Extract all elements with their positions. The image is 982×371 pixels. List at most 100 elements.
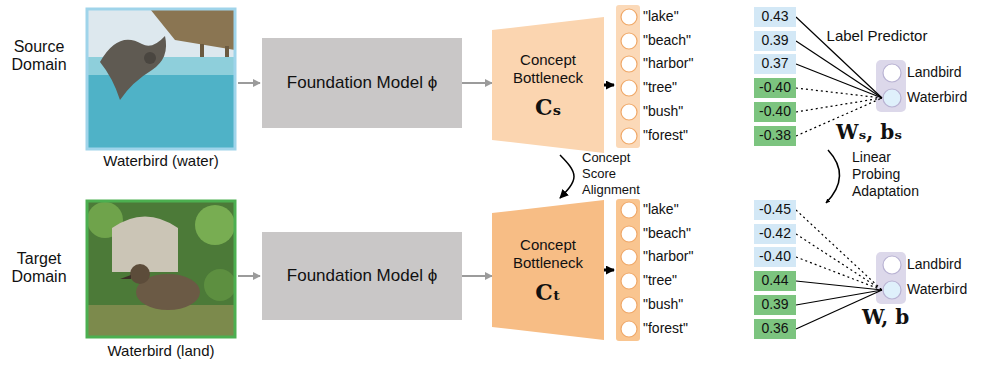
model-name: Foundation Model ϕ [287,266,437,286]
neuron-circle [620,79,638,97]
neuron-circle [620,296,638,314]
neuron-circle [620,103,638,121]
class-name: Landbird [907,257,962,272]
neuron-shape [883,281,901,299]
photo-bird [100,36,166,100]
annotation-label: Waterbird (land) [76,342,246,359]
concept-name: "tree" [643,273,677,288]
score-box: -0.40 [754,78,796,98]
photo-foliage [87,201,235,337]
class-neuron: Landbird [882,63,962,83]
bottleneck-name: Cₛ [535,95,561,119]
weight-line [796,98,882,112]
neuron-circle [620,248,638,266]
score-box: 0.43 [754,7,796,27]
neuron-circle [620,127,638,145]
class-name: Waterbird [907,90,967,105]
score-box: -0.40 [754,247,796,267]
score-value: -0.42 [759,226,791,241]
concept-neuron: "tree" [620,79,677,97]
edge-label: Concept Score Alignment [582,150,654,198]
concept-neuron: "lake" [620,201,679,219]
concept-neuron: "tree" [620,272,677,290]
concept-name: "harbor" [643,249,693,264]
neuron-shape [621,56,637,72]
concept-neuron: "harbor" [620,55,693,73]
photo-bird-head [144,52,156,64]
score-value: -0.40 [759,104,791,119]
bottleneck-trapezoid: Concept BottleneckCₜ [492,200,604,340]
score-value: 0.37 [761,56,788,71]
photo-leaves [204,269,236,301]
neuron-circle [620,8,638,26]
weight-line [796,41,882,98]
score-value: -0.40 [759,249,791,264]
score-box: -0.38 [754,126,796,146]
score-box: -0.45 [754,200,796,220]
concept-name: "bush" [643,297,683,312]
annotation-label: Waterbird (water) [76,152,246,169]
photo-ground [87,305,235,337]
score-value: 0.39 [761,33,788,48]
class-neuron: Waterbird [882,280,967,300]
score-box: 0.44 [754,271,796,291]
concept-neuron: "forest" [620,127,688,145]
photo-bird-head [130,264,150,284]
neuron-shape [621,273,637,289]
score-box: -0.42 [754,224,796,244]
annotation-label: Linear Probing Adaptation [852,149,932,200]
output-arrow [604,269,614,272]
input-arrow [238,275,260,277]
neuron-shape [883,64,901,82]
concept-neuron: "bush" [620,296,683,314]
weight-line [796,210,882,290]
input-arrow [238,82,260,84]
bottleneck-trapezoid: Concept BottleneckCₛ [492,17,604,153]
model-name: Foundation Model ϕ [287,73,437,93]
neuron-shape [621,128,637,144]
concept-name: "forest" [643,128,688,143]
concept-name: "beach" [643,33,691,48]
neuron-circle [882,280,902,300]
neuron-circle [620,201,638,219]
concept-neuron: "lake" [620,8,679,26]
alignment-arrow [560,155,574,198]
weight-symbol: Wₛ, bₛ [836,121,902,144]
concept-name: "beach" [643,226,691,241]
neuron-shape [621,33,637,49]
neuron-circle [620,320,638,338]
neuron-shape [621,297,637,313]
concept-neuron: "beach" [620,225,691,243]
photo-border [87,201,235,337]
class-neuron: Waterbird [882,88,967,108]
neuron-shape [621,104,637,120]
weight-line [796,234,882,290]
photo-bird-beak [120,275,131,279]
photo-leaves [195,205,235,245]
score-value: -0.38 [759,128,791,143]
weight-symbol: W, b [862,306,909,329]
concept-neuron: "harbor" [620,248,693,266]
neuron-shape [621,249,637,265]
trapezoid-shape [492,200,604,340]
photo-border [87,9,235,149]
concept-neuron: "forest" [620,320,688,338]
neuron-shape [621,226,637,242]
concept-name: "lake" [643,9,679,24]
neuron-shape [621,202,637,218]
concept-name: "lake" [643,202,679,217]
concept-name: "tree" [643,80,677,95]
weight-line [796,257,882,290]
neuron-shape [621,9,637,25]
score-box: 0.39 [754,31,796,51]
annotation-label: Source Domain [6,38,72,75]
neuron-circle [882,255,902,275]
neuron-shape [621,321,637,337]
neuron-circle [882,63,902,83]
neuron-circle [620,225,638,243]
predictor-panel [876,252,906,304]
class-name: Waterbird [907,282,967,297]
feature-arrow [462,275,492,277]
